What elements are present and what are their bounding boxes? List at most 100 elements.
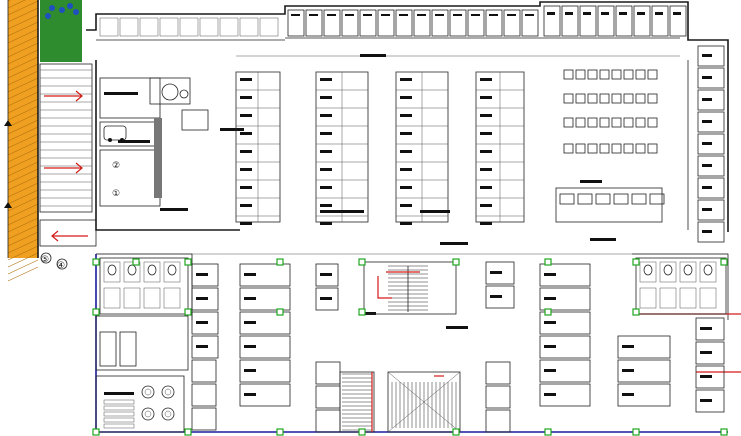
room-label-mark: [320, 186, 332, 189]
room-label-mark: [700, 375, 712, 378]
grid-markers: ⑤ ④: [40, 252, 68, 271]
room-label-mark: [480, 222, 492, 225]
right-room: [697, 155, 725, 177]
top-offices: [99, 5, 687, 37]
right-room: [697, 89, 725, 111]
room-label-mark: [363, 14, 372, 16]
room-label-mark: [619, 12, 627, 15]
toilet-stall: [679, 287, 697, 309]
lower-room: [191, 263, 219, 287]
right-rooms: [687, 45, 725, 243]
lower-room: [239, 311, 291, 335]
room-label-mark: [320, 114, 332, 117]
room-label-mark: [420, 210, 450, 213]
ramp-hatch-line: [7, 91, 39, 107]
room-label-mark: [320, 222, 332, 225]
ramp-hatch-line: [7, 252, 39, 268]
desk: [575, 117, 586, 128]
ramp-hatch-line: [7, 210, 39, 226]
ramp-hatch-line: [7, 70, 39, 86]
column-marker: [276, 258, 284, 266]
right-room: [697, 221, 725, 243]
ramp-hatch-line: [7, 224, 39, 240]
table-chairs-icon: [161, 407, 175, 421]
top-room: [597, 5, 615, 37]
room-label-mark: [240, 114, 252, 117]
room-label-mark: [240, 78, 252, 81]
ramp-hatch-line: [7, 196, 39, 212]
ramp-hatch-line: [7, 266, 39, 282]
desk: [623, 143, 634, 154]
column-marker: [720, 428, 728, 436]
room-label-mark: [320, 210, 364, 213]
toilet-stall: [143, 261, 161, 283]
room-label-mark: [480, 96, 492, 99]
room-label-mark: [244, 297, 256, 300]
top-room: [467, 9, 485, 37]
toilet-icon: [127, 264, 137, 276]
lower-room: [239, 287, 291, 311]
green-area: [40, 0, 82, 62]
column-marker: [92, 258, 100, 266]
room-label-mark: [400, 114, 412, 117]
toilet-icon: [663, 264, 673, 276]
room-label-mark: [507, 14, 516, 16]
lower-room: [315, 385, 341, 409]
room-label-mark: [196, 345, 208, 348]
lower-room: [191, 359, 217, 383]
marker-2: ②: [112, 161, 120, 171]
room-label-mark: [565, 12, 573, 15]
table-top: [164, 388, 172, 396]
desk: [599, 117, 610, 128]
room-label-mark: [240, 222, 252, 225]
ramp-hatch-line: [7, 49, 39, 65]
lower-room: [617, 359, 671, 383]
desk: [587, 93, 598, 104]
column-marker: [452, 258, 460, 266]
room-label-mark: [547, 12, 555, 15]
room-label-mark: [544, 345, 556, 348]
lower-room: [539, 383, 591, 407]
room-label-mark: [244, 321, 256, 324]
room-label-mark: [544, 321, 556, 324]
top-room: [219, 17, 239, 37]
lower-room: [485, 285, 515, 309]
right-room: [697, 199, 725, 221]
desk: [575, 93, 586, 104]
room-label-mark: [196, 273, 208, 276]
car-icon: [103, 125, 127, 142]
room-label-mark: [240, 186, 252, 189]
room-label-mark: [400, 78, 412, 81]
counter: [103, 405, 135, 411]
top-room: [579, 5, 597, 37]
room-label-mark: [489, 14, 498, 16]
room-label-mark: [480, 78, 492, 81]
room-label-mark: [702, 76, 712, 79]
top-room: [139, 17, 159, 37]
counter: [103, 399, 135, 405]
room-label-mark: [240, 168, 252, 171]
lower-room: [239, 263, 291, 287]
desk: [559, 193, 575, 205]
top-room: [651, 5, 669, 37]
room-label-mark: [400, 222, 412, 225]
room-label-mark: [400, 132, 412, 135]
room-label-mark: [490, 295, 502, 298]
room-label-mark: [320, 78, 332, 81]
desk: [587, 143, 598, 154]
meeting-room: [555, 187, 663, 223]
room-label-mark: [360, 54, 386, 57]
room-label-mark: [240, 132, 252, 135]
lower-room: [617, 383, 671, 407]
room-label-mark: [590, 238, 616, 241]
top-room: [485, 9, 503, 37]
ramp-hatch-line: [7, 105, 39, 121]
north-arrow-icon: [4, 120, 12, 208]
ramp-hatch-line: [7, 259, 39, 275]
room-label-mark: [622, 345, 634, 348]
ramp-hatch-line: [7, 217, 39, 233]
desk: [599, 143, 610, 154]
column-marker: [184, 258, 192, 266]
room-label-mark: [320, 273, 332, 276]
desk: [647, 93, 658, 104]
